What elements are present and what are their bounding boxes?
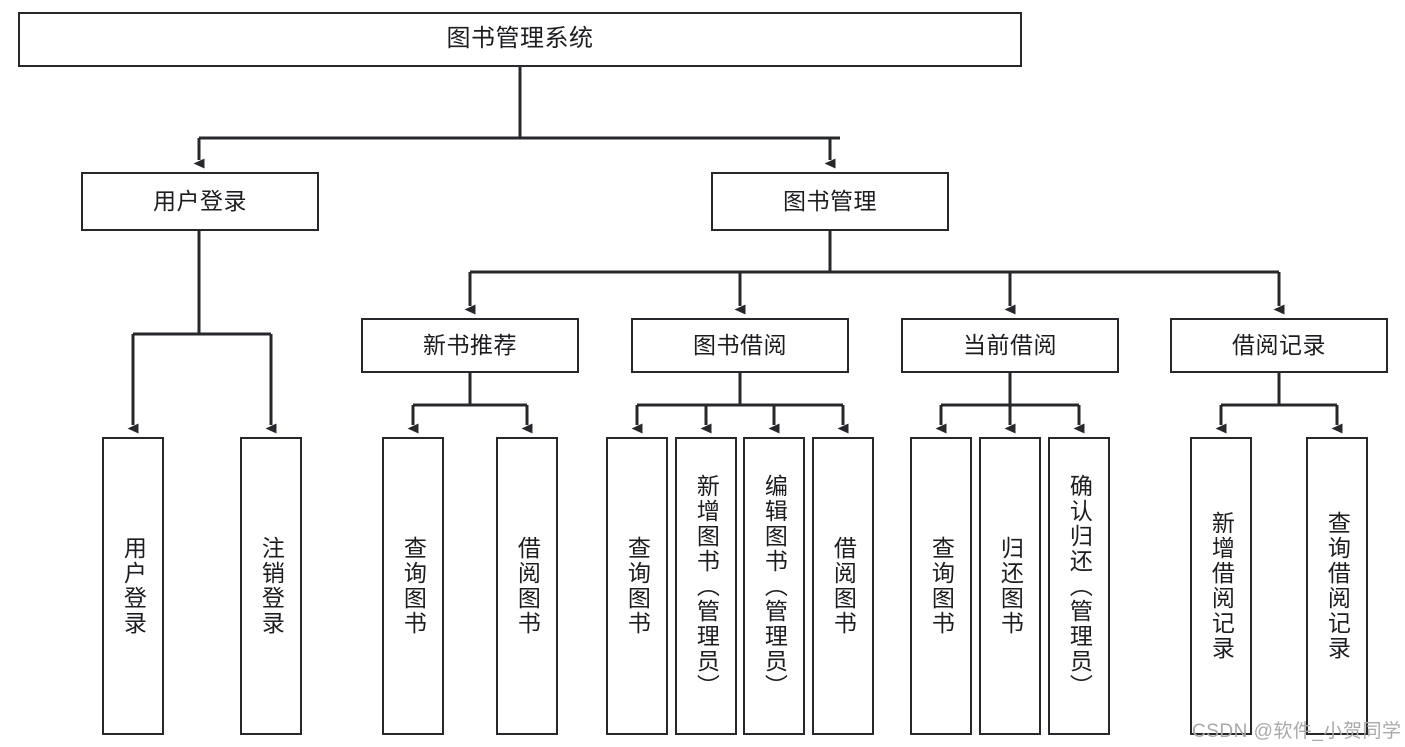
leaf-query-book-3[interactable]: 查询图书	[910, 437, 972, 735]
node-label: 当前借阅	[963, 331, 1057, 358]
node-label: 借阅图书	[514, 536, 541, 636]
node-label: 借阅记录	[1232, 331, 1326, 358]
leaf-query-book-1[interactable]: 查询图书	[382, 437, 444, 735]
leaf-add-book[interactable]: 新增图书（管理员）	[675, 437, 737, 735]
node-book-borrow[interactable]: 图书借阅	[631, 318, 849, 373]
node-label: 编辑图书（管理员）	[761, 473, 788, 699]
node-label: 确认归还（管理员）	[1066, 473, 1093, 699]
leaf-return-book[interactable]: 归还图书	[979, 437, 1041, 735]
leaf-user-logout[interactable]: 注销登录	[240, 437, 302, 735]
node-label: 查询图书	[400, 536, 427, 636]
node-label: 用户登录	[153, 187, 247, 214]
node-label: 归还图书	[997, 536, 1024, 636]
node-label: 借阅图书	[830, 536, 857, 636]
node-book-management[interactable]: 图书管理	[711, 172, 949, 231]
node-label: 图书管理	[783, 187, 877, 214]
node-user-login[interactable]: 用户登录	[81, 172, 319, 231]
node-new-book-recommend[interactable]: 新书推荐	[361, 318, 579, 373]
leaf-query-book-2[interactable]: 查询图书	[606, 437, 668, 735]
node-label: 查询图书	[624, 536, 651, 636]
node-label: 新增图书（管理员）	[693, 473, 720, 699]
leaf-edit-book[interactable]: 编辑图书（管理员）	[743, 437, 805, 735]
leaf-confirm-return[interactable]: 确认归还（管理员）	[1048, 437, 1110, 735]
node-current-borrow[interactable]: 当前借阅	[901, 318, 1119, 373]
node-label: 用户登录	[120, 536, 147, 636]
leaf-borrow-book-2[interactable]: 借阅图书	[812, 437, 874, 735]
leaf-add-record[interactable]: 新增借阅记录	[1190, 437, 1252, 735]
node-label: 新增借阅记录	[1208, 511, 1235, 661]
node-label: 查询借阅记录	[1324, 511, 1351, 661]
watermark: CSDN @软件_小贺同学	[1192, 721, 1402, 742]
node-label: 注销登录	[258, 536, 285, 636]
node-label: 图书管理系统	[446, 25, 594, 53]
leaf-query-record[interactable]: 查询借阅记录	[1306, 437, 1368, 735]
node-label: 查询图书	[928, 536, 955, 636]
node-label: 图书借阅	[693, 331, 787, 358]
node-root-system[interactable]: 图书管理系统	[18, 12, 1022, 67]
node-label: 新书推荐	[423, 331, 517, 358]
node-borrow-record[interactable]: 借阅记录	[1170, 318, 1388, 373]
leaf-borrow-book-1[interactable]: 借阅图书	[496, 437, 558, 735]
leaf-user-login[interactable]: 用户登录	[102, 437, 164, 735]
